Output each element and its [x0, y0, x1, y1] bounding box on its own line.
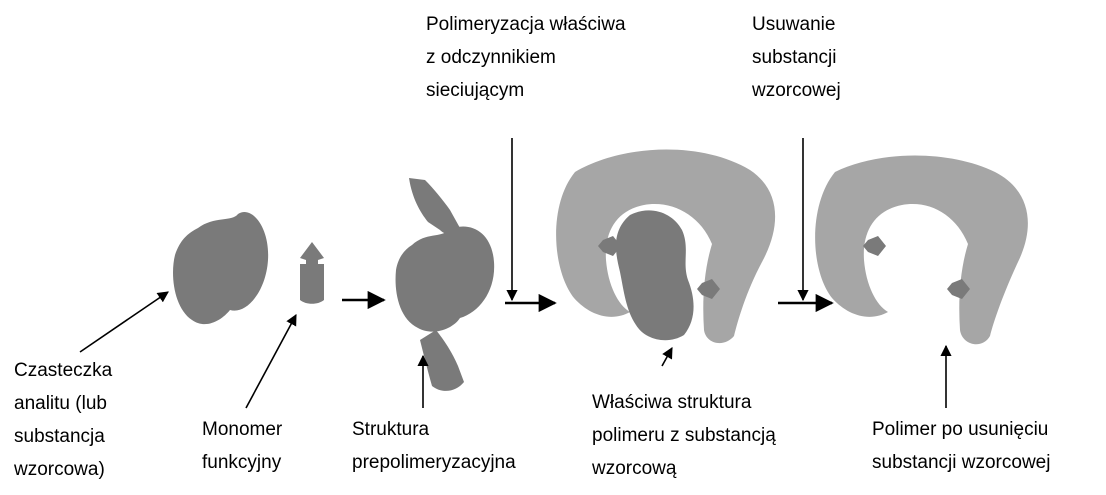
analyte-label-line-1: Czasteczka [14, 354, 112, 387]
polymer-structure-pointer-arrow [662, 348, 672, 366]
polymerization-step-label-line-3: sieciującym [426, 74, 626, 107]
monomer-label-line-2: funkcyjny [202, 446, 282, 479]
polymer-with-template-shape [556, 150, 775, 344]
removal-step-label-line-1: Usuwanie [752, 8, 841, 41]
monomer-pointer-arrow [246, 315, 296, 408]
prepolymer-label-line-2: prepolimeryzacyjna [352, 446, 516, 479]
analyte-label-line-2: analitu (lub [14, 387, 112, 420]
analyte-label-line-4: wzorcowa) [14, 453, 112, 486]
analyte-pointer-arrow [80, 292, 168, 352]
removal-step-label-line-3: wzorcowej [752, 74, 841, 107]
polymerization-step-label: Polimeryzacja właściwa z odczynnikiem si… [426, 8, 626, 107]
polymer-after-removal-label-line-1: Polimer po usunięciu [872, 413, 1050, 446]
analyte-label-line-3: substancja [14, 420, 112, 453]
polymerization-step-label-line-2: z odczynnikiem [426, 41, 626, 74]
monomer-label-line-1: Monomer [202, 413, 282, 446]
prepolymer-complex-shape [396, 178, 495, 391]
removal-step-label-line-2: substancji [752, 41, 841, 74]
monomer-shape [300, 242, 324, 304]
polymer-structure-label-line-1: Właściwa struktura [592, 386, 776, 419]
polymer-imprinted-cavity-shape [815, 156, 1028, 345]
polymer-after-removal-label: Polimer po usunięciu substancji wzorcowe… [872, 413, 1050, 479]
prepolymer-label-line-1: Struktura [352, 413, 516, 446]
removal-step-label: Usuwanie substancji wzorcowej [752, 8, 841, 107]
prepolymer-label: Struktura prepolimeryzacyjna [352, 413, 516, 479]
polymer-after-removal-label-line-2: substancji wzorcowej [872, 446, 1050, 479]
polymer-structure-label: Właściwa struktura polimeru z substancją… [592, 386, 776, 485]
analyte-molecule-shape [173, 212, 268, 324]
analyte-label: Czasteczka analitu (lub substancja wzorc… [14, 354, 112, 486]
polymer-structure-label-line-3: wzorcową [592, 452, 776, 485]
monomer-label: Monomer funkcyjny [202, 413, 282, 479]
polymerization-step-label-line-1: Polimeryzacja właściwa [426, 8, 626, 41]
polymer-structure-label-line-2: polimeru z substancją [592, 419, 776, 452]
